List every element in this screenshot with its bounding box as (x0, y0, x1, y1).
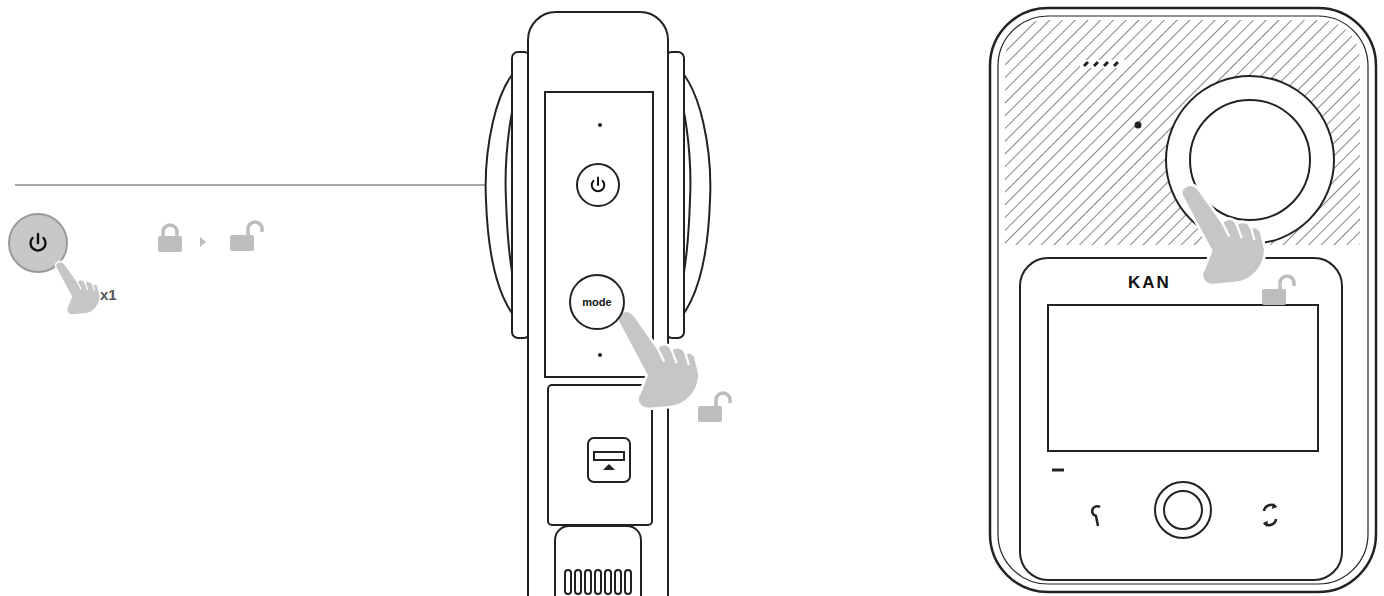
camera-360 (486, 12, 711, 596)
mode-button: mode (569, 274, 625, 330)
brand-text: KAN (1128, 273, 1171, 293)
lock-closed (158, 225, 182, 252)
action-camera (990, 8, 1376, 592)
lock-open (698, 393, 730, 422)
lock-open (230, 222, 262, 251)
press-count: x1 (100, 286, 117, 303)
power-button (577, 164, 619, 206)
hand (617, 311, 699, 409)
hand (55, 261, 100, 315)
lock-open (1262, 276, 1294, 305)
hand (1181, 185, 1265, 285)
button-label: mode (582, 296, 611, 308)
